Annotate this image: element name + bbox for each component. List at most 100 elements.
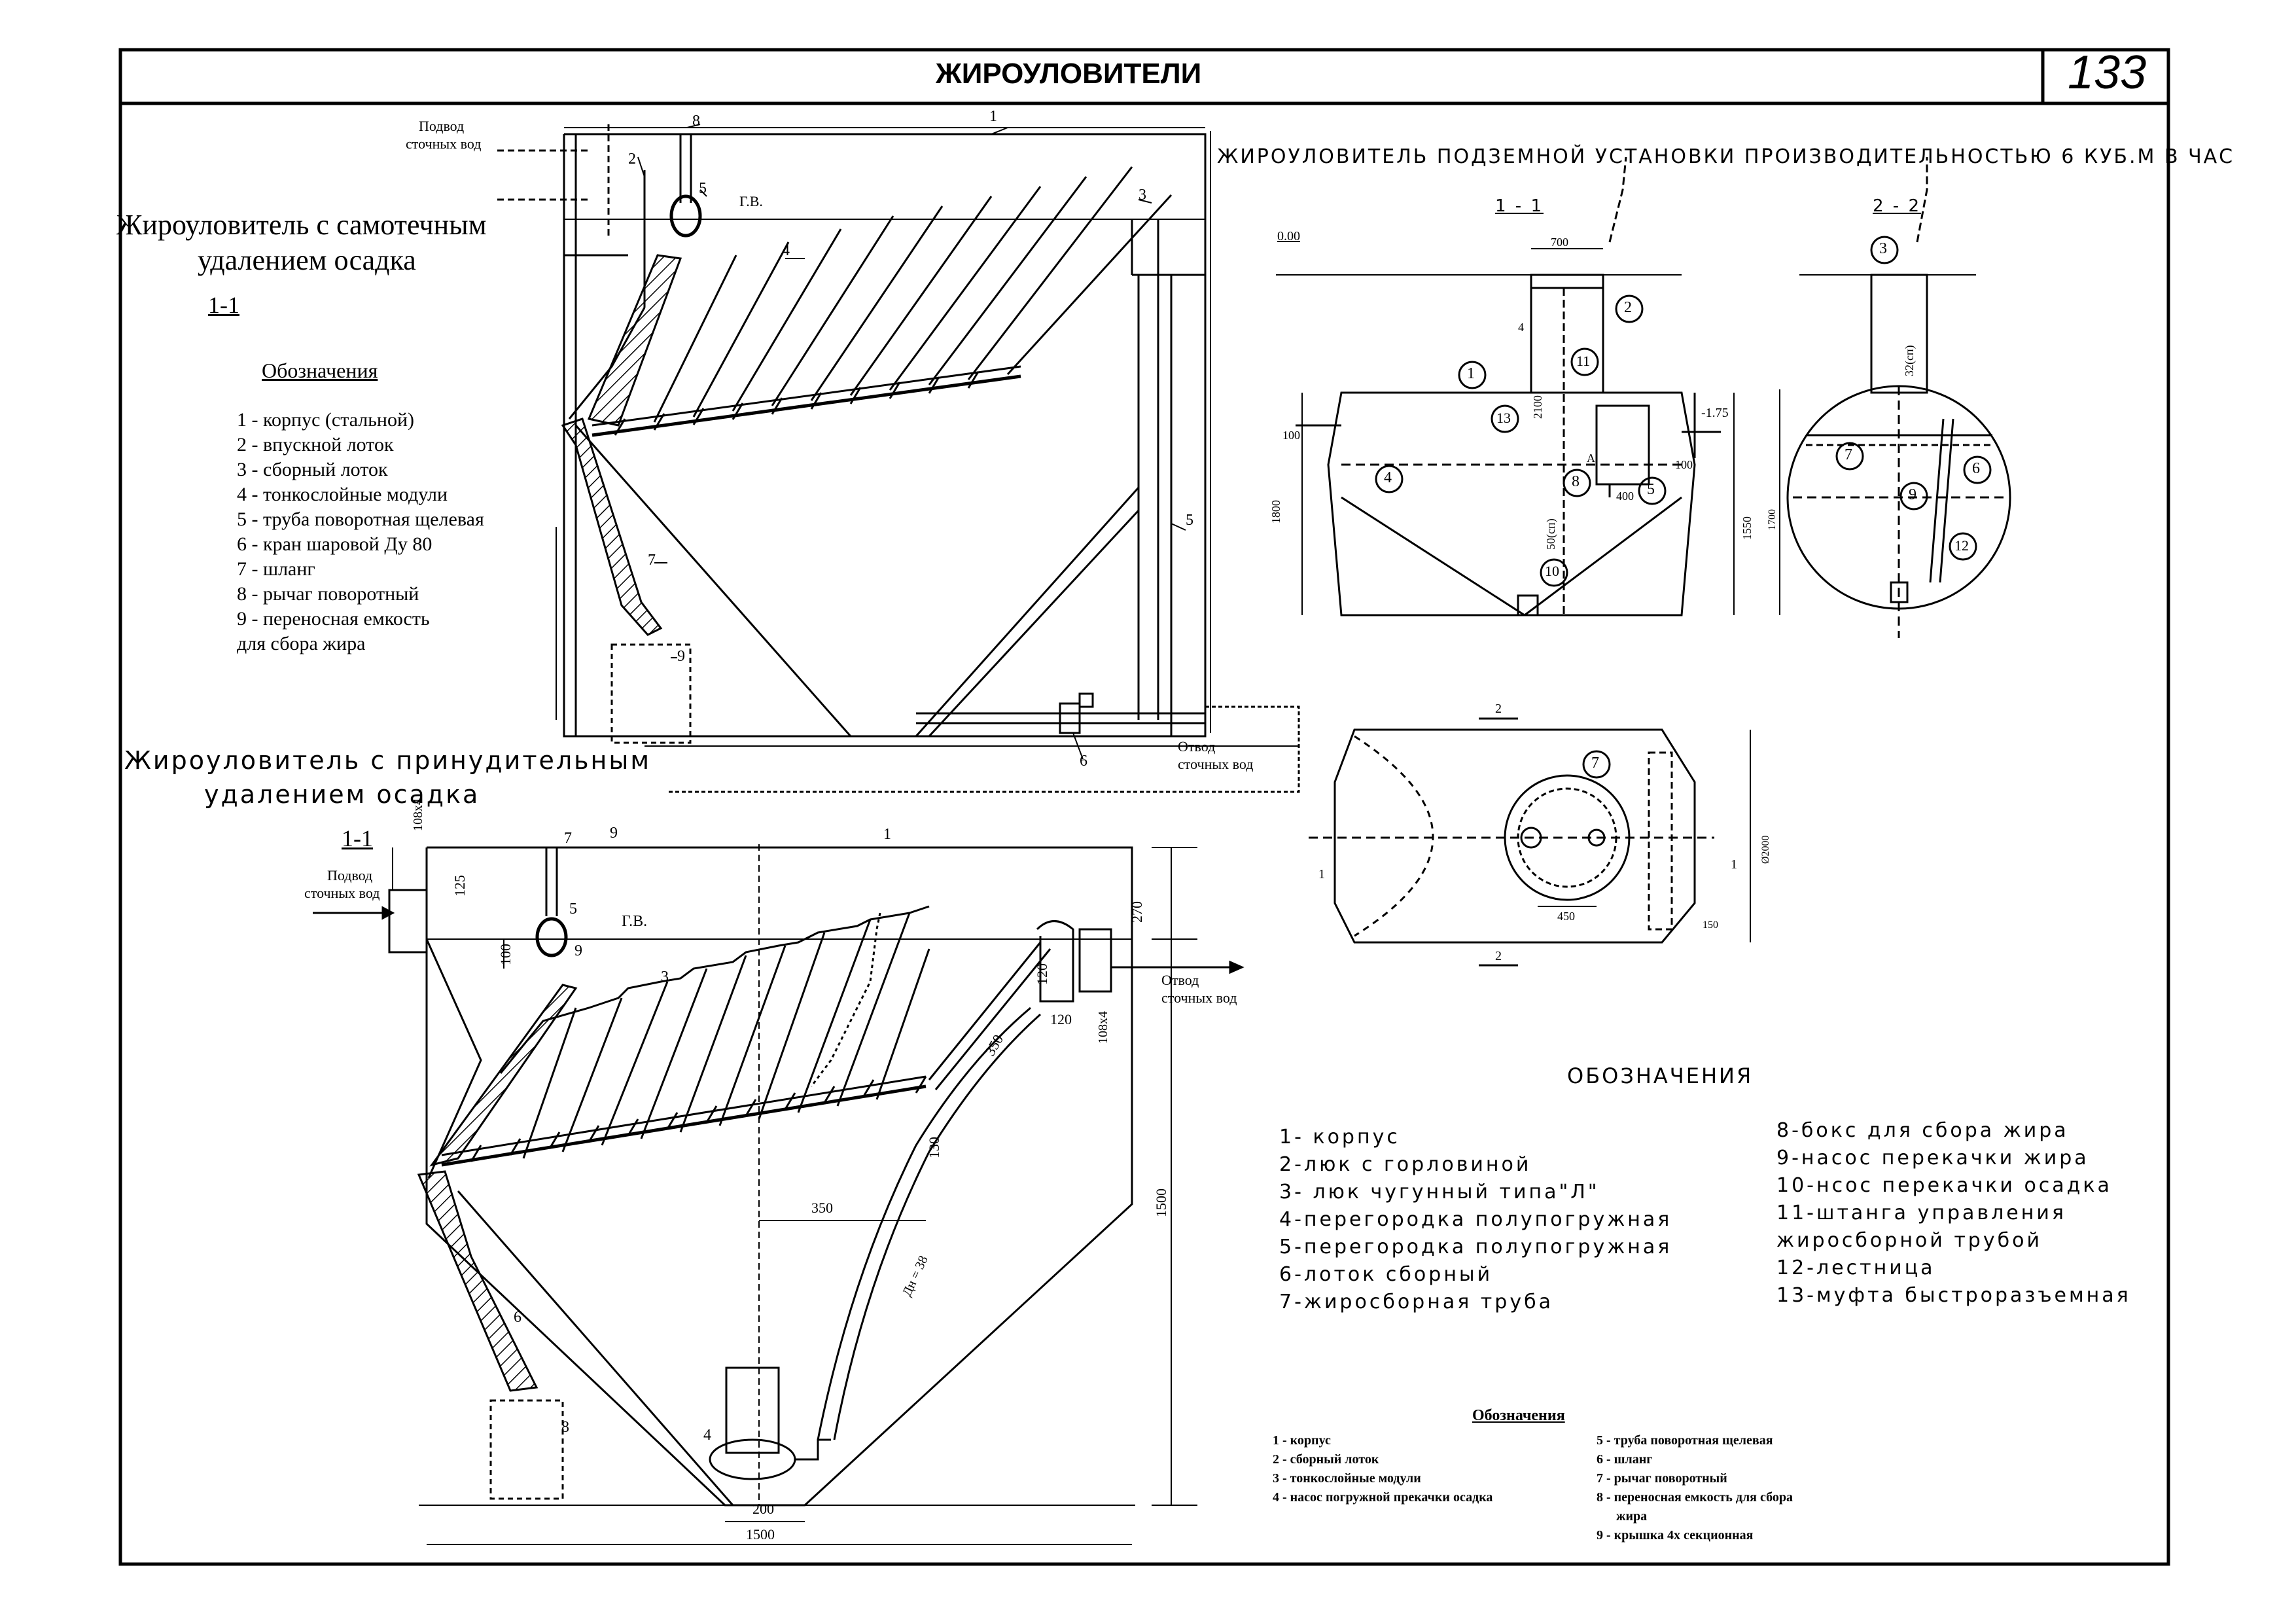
gravity-legend-item: 8 - рычаг поворотный xyxy=(237,583,419,605)
page-number: 133 xyxy=(2068,46,2147,99)
gravity-outlet-label-1: Отвод xyxy=(1178,738,1216,755)
underground-callout: 9 xyxy=(1909,486,1916,503)
underground-dim: 1550 xyxy=(1740,516,1754,540)
forced-legend-item: 3 - тонкослойные модули xyxy=(1273,1471,1421,1486)
underground-callout: 12 xyxy=(1954,537,1969,554)
underground-level-1: -1.75 xyxy=(1701,406,1729,420)
underground-dim: 1800 xyxy=(1269,500,1282,524)
gravity-legend-item: 9 - переносная емкость xyxy=(237,608,430,630)
underground-dim: 4 xyxy=(1518,321,1524,334)
forced-dim: 125 xyxy=(451,875,468,897)
underground-legend-item: 7-жиросборная труба xyxy=(1279,1291,1553,1313)
gravity-callout: 5 xyxy=(699,180,707,197)
forced-legend-item: 1 - корпус xyxy=(1273,1433,1331,1448)
forced-dim: 270 xyxy=(1129,901,1145,923)
forced-inlet-label-1: Подвод xyxy=(327,867,373,883)
forced-callout: 6 xyxy=(514,1309,521,1326)
gravity-water-level: Г.В. xyxy=(739,193,763,209)
gravity-legend-item: 7 - шланг xyxy=(237,558,315,580)
forced-legend-item: 4 - насос погружной прекачки осадка xyxy=(1273,1490,1493,1505)
underground-callout: 8 xyxy=(1572,473,1580,490)
underground-dim: 2 xyxy=(1495,702,1502,716)
forced-legend-title: Обозначения xyxy=(1472,1407,1565,1424)
underground-dim: 50(сп) xyxy=(1544,518,1557,550)
underground-legend-item: 4-перегородка полупогружная xyxy=(1279,1208,1672,1231)
forced-callout: 4 xyxy=(703,1427,711,1444)
gravity-legend-title: Обозначения xyxy=(262,359,378,382)
gravity-legend-item: 5 - труба поворотная щелевая xyxy=(237,508,484,530)
underground-callout: 7 xyxy=(1591,755,1599,772)
underground-legend-item: 1- корпус xyxy=(1279,1126,1400,1149)
underground-dim: 100 xyxy=(1675,458,1693,471)
underground-dim: 2 xyxy=(1495,949,1502,963)
forced-dim: 350 xyxy=(811,1200,833,1216)
underground-dim: 100 xyxy=(1282,429,1300,442)
underground-callout: 3 xyxy=(1879,240,1887,257)
underground-callout: 4 xyxy=(1384,469,1392,486)
gravity-callout: 2 xyxy=(628,151,636,168)
underground-callout: 2 xyxy=(1624,299,1632,316)
forced-legend-item: 8 - переносная емкость для сбора xyxy=(1597,1490,1793,1505)
forced-title-line2: удалением осадка xyxy=(204,780,480,809)
forced-callout: 5 xyxy=(569,901,577,918)
forced-dim: 108х4 xyxy=(1096,1011,1110,1044)
forced-legend-item: 6 - шланг xyxy=(1597,1452,1653,1467)
gravity-callout: 3 xyxy=(1139,187,1146,204)
underground-dim: 1 xyxy=(1318,867,1325,882)
underground-legend-item: 3- люк чугунный типа"Л" xyxy=(1279,1181,1600,1204)
underground-callout-circles xyxy=(1375,236,1992,779)
underground-dim: 1700 xyxy=(1767,509,1778,530)
gravity-inlet-label-2: сточных вод xyxy=(406,135,482,152)
underground-legend-item: 9-насос перекачки жира xyxy=(1776,1147,2089,1169)
underground-dim: 400 xyxy=(1616,490,1634,503)
gravity-inlet-label-1: Подвод xyxy=(419,118,465,134)
gravity-title-line1: Жироуловитель с самотечным xyxy=(116,209,487,241)
underground-title: ЖИРОУЛОВИТЕЛЬ ПОДЗЕМНОЙ УСТАНОВКИ ПРОИЗВ… xyxy=(1217,145,2235,168)
underground-legend-item: 13-муфта быстроразъемная xyxy=(1776,1284,2131,1307)
underground-callout: 7 xyxy=(1845,446,1852,463)
underground-separator-drawing xyxy=(1210,131,2011,967)
gravity-callout: 8 xyxy=(692,113,700,130)
forced-callout: 1 xyxy=(883,826,891,843)
gravity-section-label: 1-1 xyxy=(208,292,239,318)
gravity-callout: 1 xyxy=(989,108,997,125)
underground-dim: 700 xyxy=(1551,236,1568,249)
forced-outlet-label-1: Отвод xyxy=(1161,972,1199,988)
forced-callout: 9 xyxy=(574,942,582,959)
forced-dim: 130 xyxy=(926,1137,942,1158)
underground-dim: Ø2000 xyxy=(1760,835,1771,864)
underground-dim: 450 xyxy=(1557,910,1575,923)
underground-section-2: 2 - 2 xyxy=(1873,196,1921,216)
underground-dim: 2100 xyxy=(1531,395,1544,419)
forced-callout: 7 xyxy=(564,830,572,847)
underground-legend-item: 2-люк с горловиной xyxy=(1279,1153,1532,1176)
forced-dim: 1500 xyxy=(1153,1188,1169,1217)
gravity-separator-drawing xyxy=(497,124,1300,793)
forced-callout: 8 xyxy=(561,1419,569,1436)
gravity-outlet-label-2: сточных вод xyxy=(1178,756,1254,772)
underground-dim: A xyxy=(1587,452,1595,465)
forced-callout: 9 xyxy=(610,825,618,842)
gravity-callout: 9 xyxy=(677,648,685,665)
forced-water-level: Г.В. xyxy=(622,913,648,930)
gravity-legend-item: 2 - впускной лоток xyxy=(237,434,394,455)
underground-legend-item: 5-перегородка полупогружная xyxy=(1279,1236,1672,1258)
underground-dim: 1 xyxy=(1731,857,1737,872)
forced-legend-item: 5 - труба поворотная щелевая xyxy=(1597,1433,1773,1448)
underground-legend-item: 6-лоток сборный xyxy=(1279,1263,1493,1286)
forced-dim: 120 xyxy=(1050,1011,1072,1027)
underground-dim: 32(сп) xyxy=(1903,345,1916,376)
gravity-title-line2: удалением осадка xyxy=(198,244,416,276)
forced-legend-item: 7 - рычаг поворотный xyxy=(1597,1471,1727,1486)
gravity-legend-item: 3 - сборный лоток xyxy=(237,459,388,480)
forced-title-line1: Жироуловитель с принудительным xyxy=(124,746,652,775)
gravity-legend-item: 4 - тонкослойные модули xyxy=(237,484,448,505)
underground-callout: 6 xyxy=(1972,460,1980,477)
forced-legend-item: 2 - сборный лоток xyxy=(1273,1452,1379,1467)
underground-legend-item: 12-лестница xyxy=(1776,1257,1935,1279)
gravity-legend-item: для сбора жира xyxy=(237,633,366,654)
forced-section-label: 1-1 xyxy=(342,825,373,851)
sheet-frame xyxy=(118,48,2170,1566)
